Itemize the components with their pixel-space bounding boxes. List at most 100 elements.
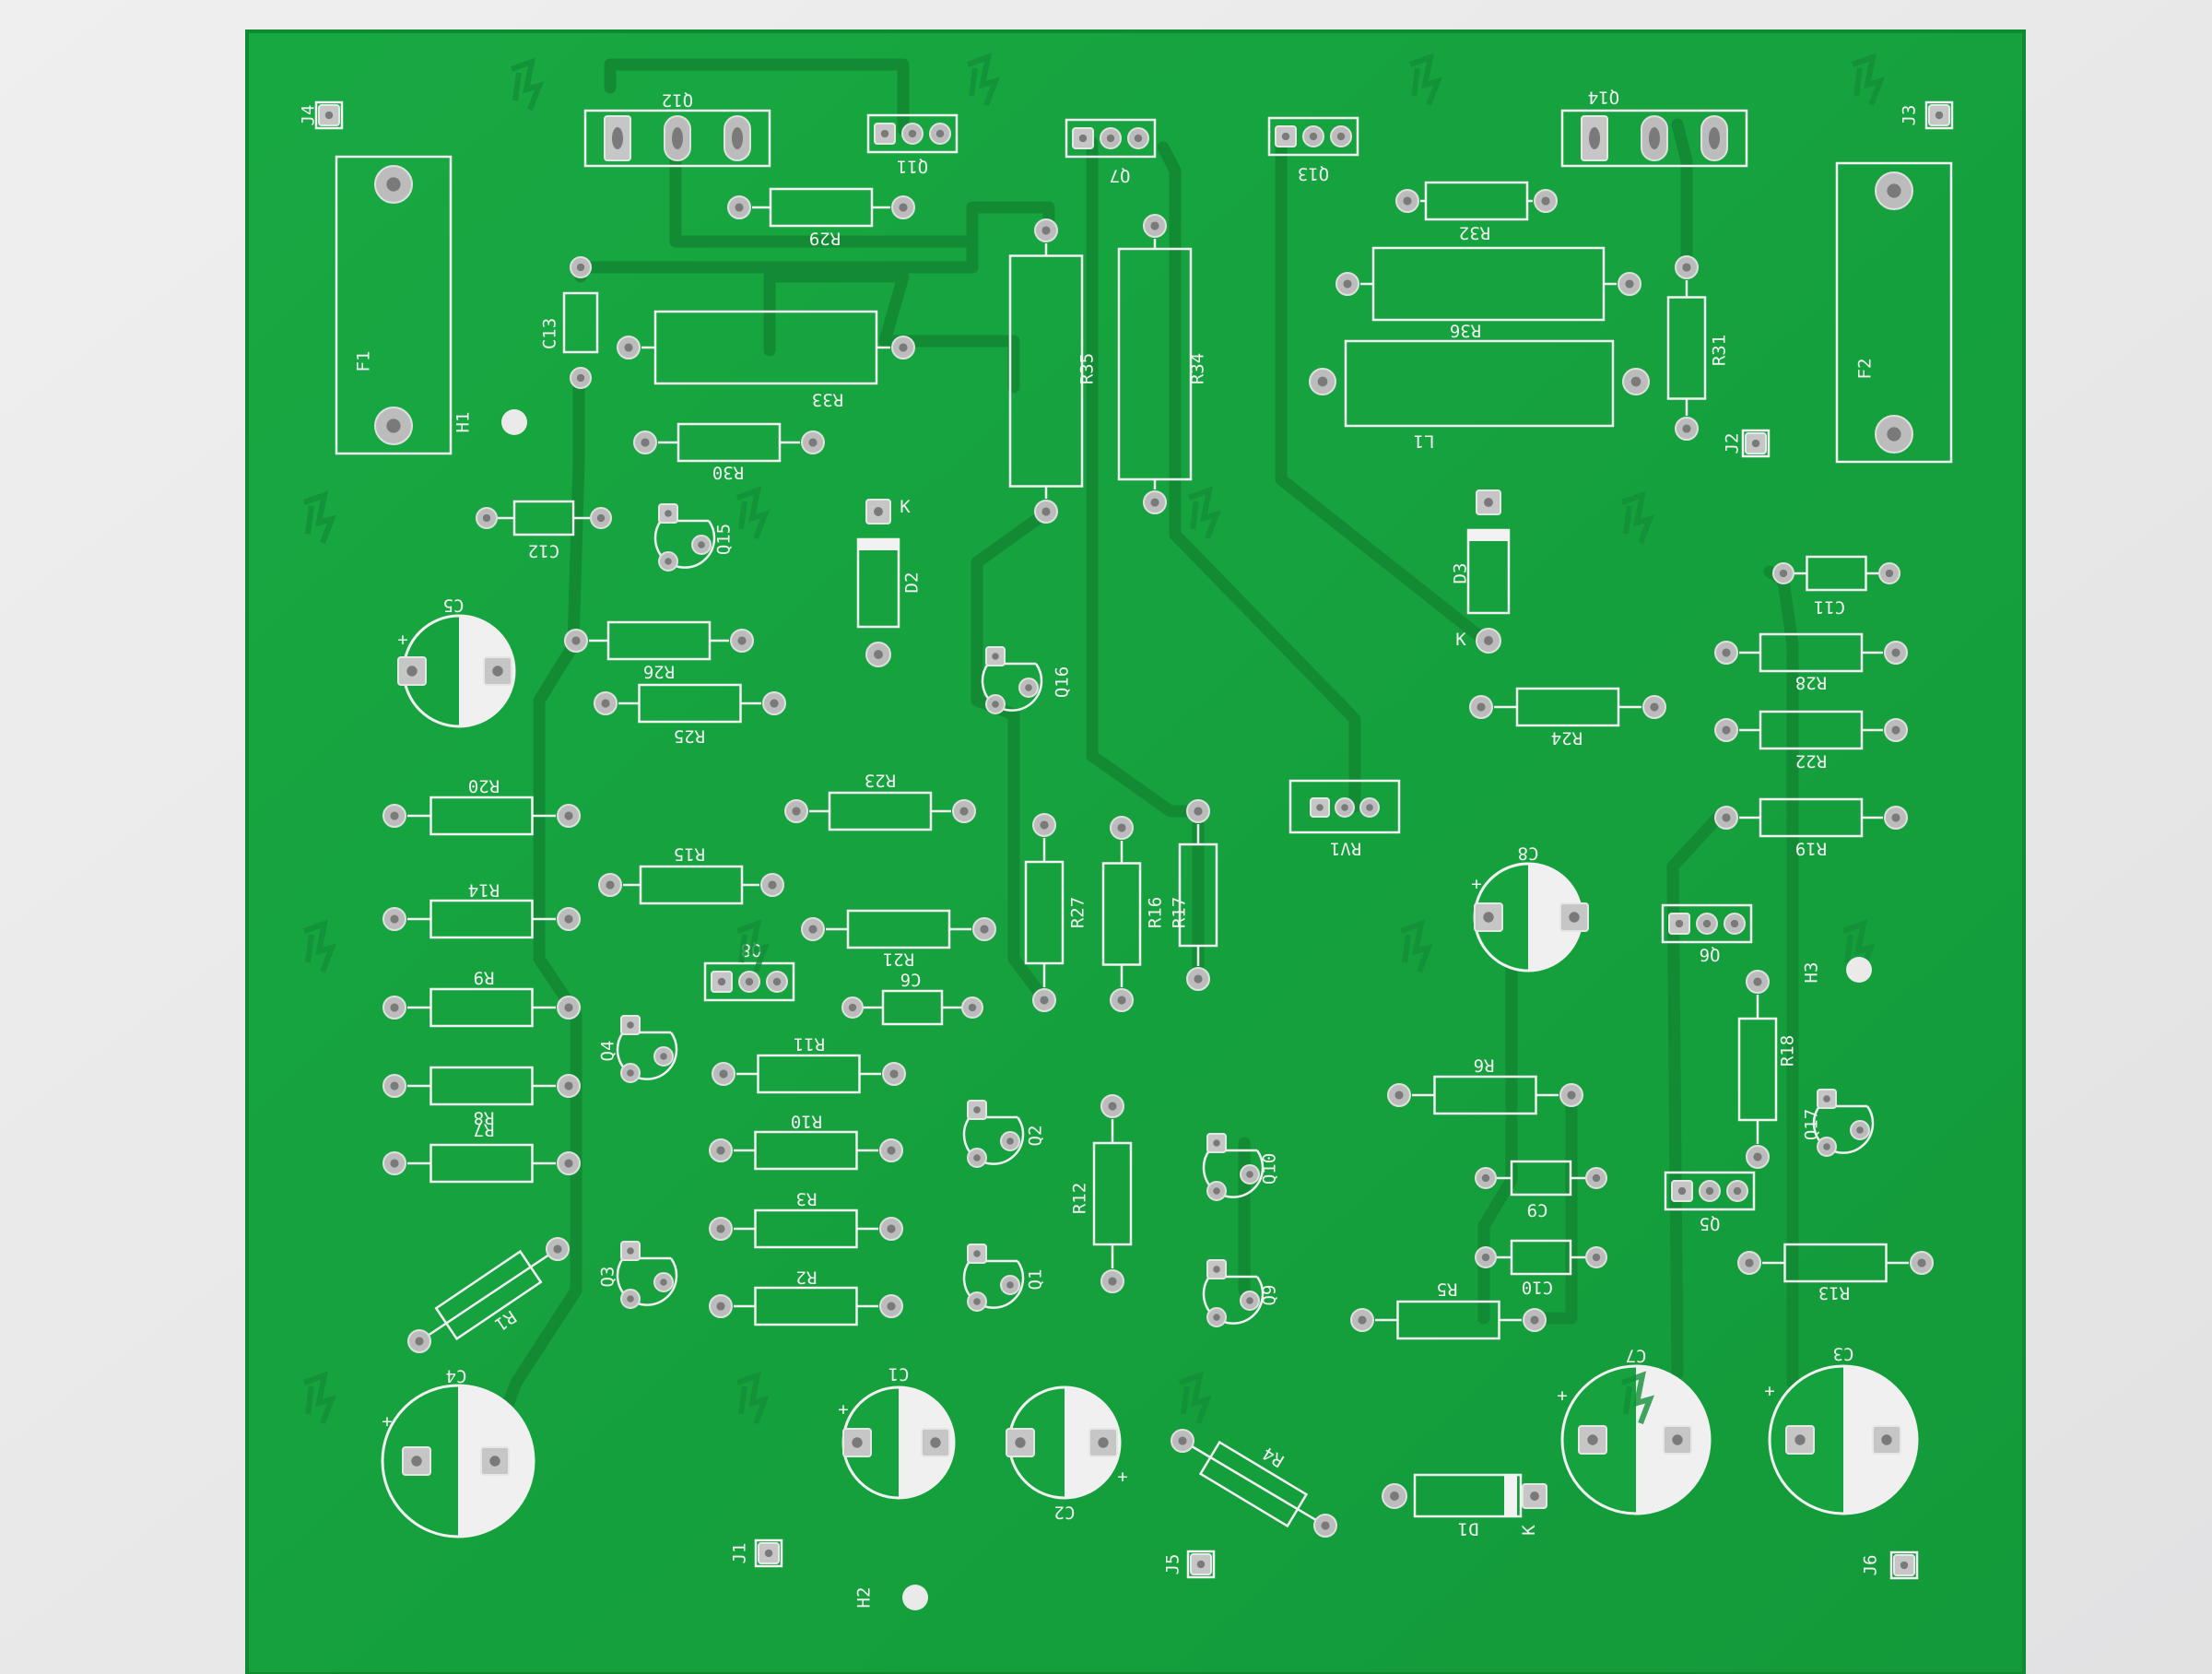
fuse-f2: F2	[1835, 161, 1953, 464]
silk-label: J5	[1163, 1554, 1183, 1575]
silk-label: R2	[796, 1267, 818, 1288]
silk-label: R21	[883, 949, 914, 970]
silk-label: R28	[1795, 673, 1827, 693]
resistor-r28: R28	[1714, 632, 1908, 693]
silk-label: C13	[540, 318, 560, 349]
silk-label: C5	[443, 595, 465, 616]
polarity-plus: +	[838, 1399, 848, 1420]
silk-label: J2	[1723, 433, 1743, 454]
diode-d1: D1 K	[1382, 1473, 1547, 1539]
resistor-r18: R18	[1737, 970, 1798, 1169]
silk-label: C12	[528, 541, 559, 561]
silk-label: C11	[1814, 597, 1845, 618]
mounting-holes	[501, 409, 1872, 1610]
resistor-r35: R35	[1008, 218, 1098, 524]
resistor-r10: R10	[709, 1112, 903, 1171]
capacitor-c4: C4 +	[381, 1366, 535, 1538]
silk-label: R22	[1795, 751, 1827, 772]
capacitor-c1: C1 +	[838, 1364, 956, 1500]
silk-label: Q15	[714, 524, 735, 555]
silk-label: R35	[1077, 353, 1098, 384]
resistor-r26: R26	[564, 620, 754, 682]
silk-label: J3	[1900, 105, 1920, 126]
silk-label: J1	[730, 1543, 750, 1564]
silk-label: Q1	[1026, 1269, 1046, 1291]
silk-label: D2	[902, 572, 923, 594]
capacitor-c5: C5+	[397, 595, 516, 728]
silk-label: R23	[865, 771, 896, 791]
silk-label: C8	[1518, 843, 1539, 864]
silk-label: R10	[791, 1112, 822, 1132]
resistor-r20: R20	[382, 776, 581, 836]
silk-label: R13	[1818, 1283, 1850, 1303]
resistor-r32: R32	[1395, 181, 1558, 243]
silk-label: R24	[1551, 728, 1583, 749]
resistor-r19: R19	[1714, 797, 1908, 859]
silk-label: R33	[812, 390, 843, 410]
silk-label: L1	[1414, 431, 1435, 452]
transistor-q11: Q11	[866, 113, 959, 177]
silk-label: Q13	[1298, 164, 1329, 184]
silk-label: Q12	[662, 90, 693, 111]
silk-label: C1	[888, 1364, 910, 1385]
transistor-q12: Q12	[583, 90, 771, 168]
resistor-r36: R36	[1335, 246, 1641, 341]
resistor-r22: R22	[1714, 710, 1908, 772]
connector-j3: J3	[1900, 100, 1954, 130]
silk-label: RV1	[1330, 839, 1361, 859]
connector-j1: J1	[730, 1538, 783, 1568]
resistor-r5: R5	[1350, 1279, 1547, 1340]
silk-label: Q9	[1260, 1285, 1280, 1306]
diode-d2: D2 K	[856, 497, 923, 667]
transistor-q16: Q16	[981, 646, 1073, 714]
cathode-mark: K	[900, 497, 911, 517]
resistor-r24: R24	[1469, 687, 1666, 749]
capacitor-c10: C10	[1475, 1239, 1607, 1298]
polarity-plus: +	[382, 1411, 392, 1432]
capacitor-c3: C3+	[1764, 1344, 1919, 1515]
hole-h1	[501, 409, 527, 435]
resistor-r12: R12	[1070, 1094, 1133, 1293]
silk-label: Q3	[598, 1267, 618, 1288]
silk-label: J4	[299, 105, 319, 126]
silk-label: R27	[1068, 897, 1088, 928]
silk-label: Q17	[1802, 1109, 1822, 1140]
resistor-r7: R7	[382, 1120, 581, 1184]
silk-label: C4	[446, 1366, 467, 1386]
transistor-q14: Q14	[1560, 88, 1748, 168]
silk-label: F2	[1855, 359, 1876, 380]
connector-j6: J6	[1861, 1550, 1919, 1580]
silk-label: R17	[1170, 897, 1190, 928]
silk-label: Q16	[1053, 666, 1073, 698]
capacitor-c2: C2+	[1006, 1385, 1128, 1523]
copper-traces	[482, 58, 1799, 1463]
silk-label: R36	[1450, 321, 1481, 341]
transistor-q9: Q9	[1202, 1259, 1280, 1327]
capacitor-c11: C11	[1772, 555, 1900, 618]
silk-label: R5	[1437, 1279, 1458, 1300]
hole-label-h1: H1	[453, 412, 474, 433]
hole-h3	[1846, 957, 1872, 983]
silk-label: D1	[1458, 1519, 1479, 1539]
transistor-q2: Q2	[962, 1100, 1046, 1168]
transistor-q13: Q13	[1267, 116, 1359, 184]
silk-label: F1	[354, 351, 374, 372]
resistor-r16: R16	[1101, 816, 1166, 1012]
silk-label: R7	[474, 1120, 495, 1140]
cathode-mark: K	[1519, 1525, 1539, 1536]
cathode-mark: K	[1455, 630, 1466, 650]
resistor-r25: R25	[594, 683, 786, 747]
silk-label: R20	[468, 776, 500, 796]
polarity-plus: +	[1117, 1467, 1127, 1487]
silk-label: R11	[794, 1034, 825, 1055]
silk-label: C10	[1522, 1278, 1553, 1298]
silk-label: Q6	[1700, 945, 1721, 965]
silk-label: R3	[796, 1189, 818, 1209]
silk-label: J6	[1861, 1555, 1881, 1576]
silk-label: R32	[1459, 223, 1490, 243]
resistor-r8: R8	[382, 1066, 581, 1128]
silk-label: Q11	[897, 157, 928, 177]
transistor-q1: Q1	[962, 1244, 1046, 1312]
capacitor-c12: C12	[476, 500, 612, 561]
